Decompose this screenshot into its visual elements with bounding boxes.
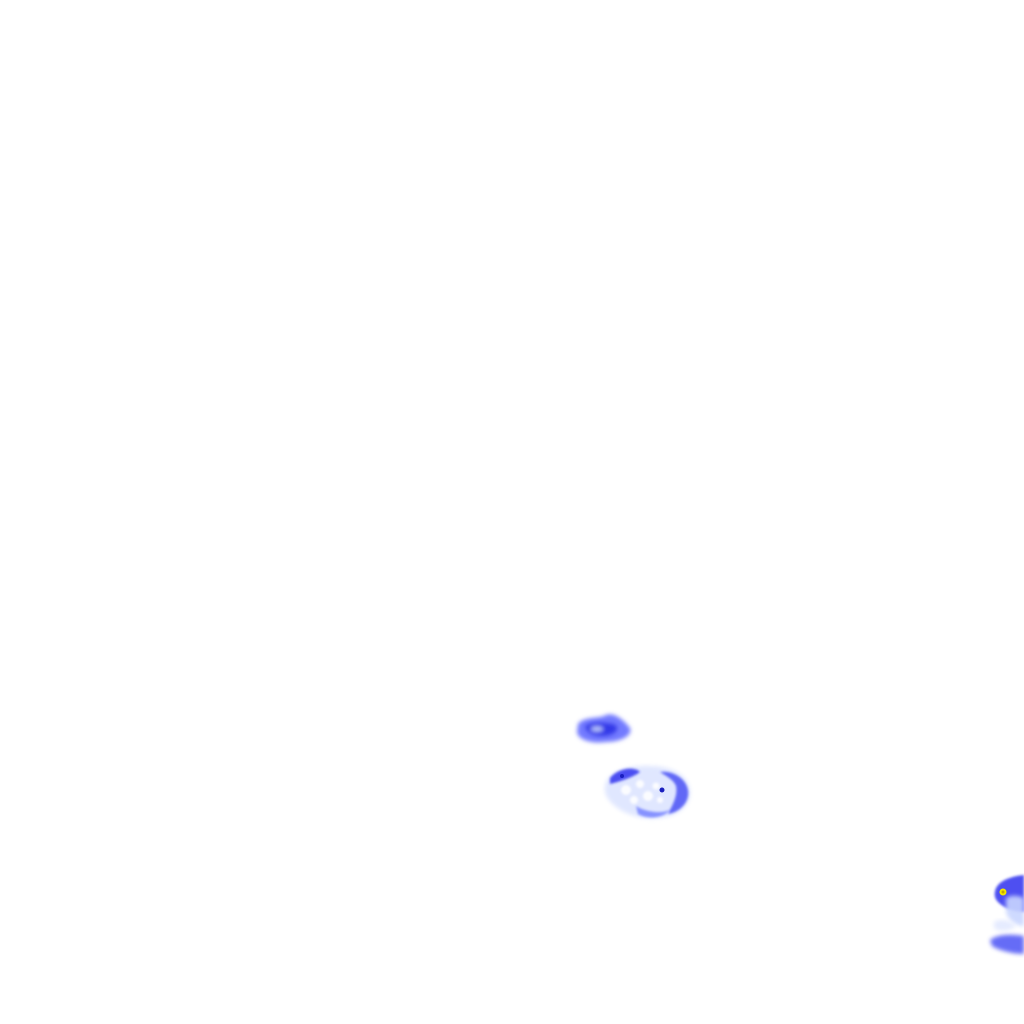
echo-cell-edge	[990, 875, 1024, 954]
echo-cell-small	[577, 714, 631, 743]
echo-cell-ring	[604, 765, 691, 819]
